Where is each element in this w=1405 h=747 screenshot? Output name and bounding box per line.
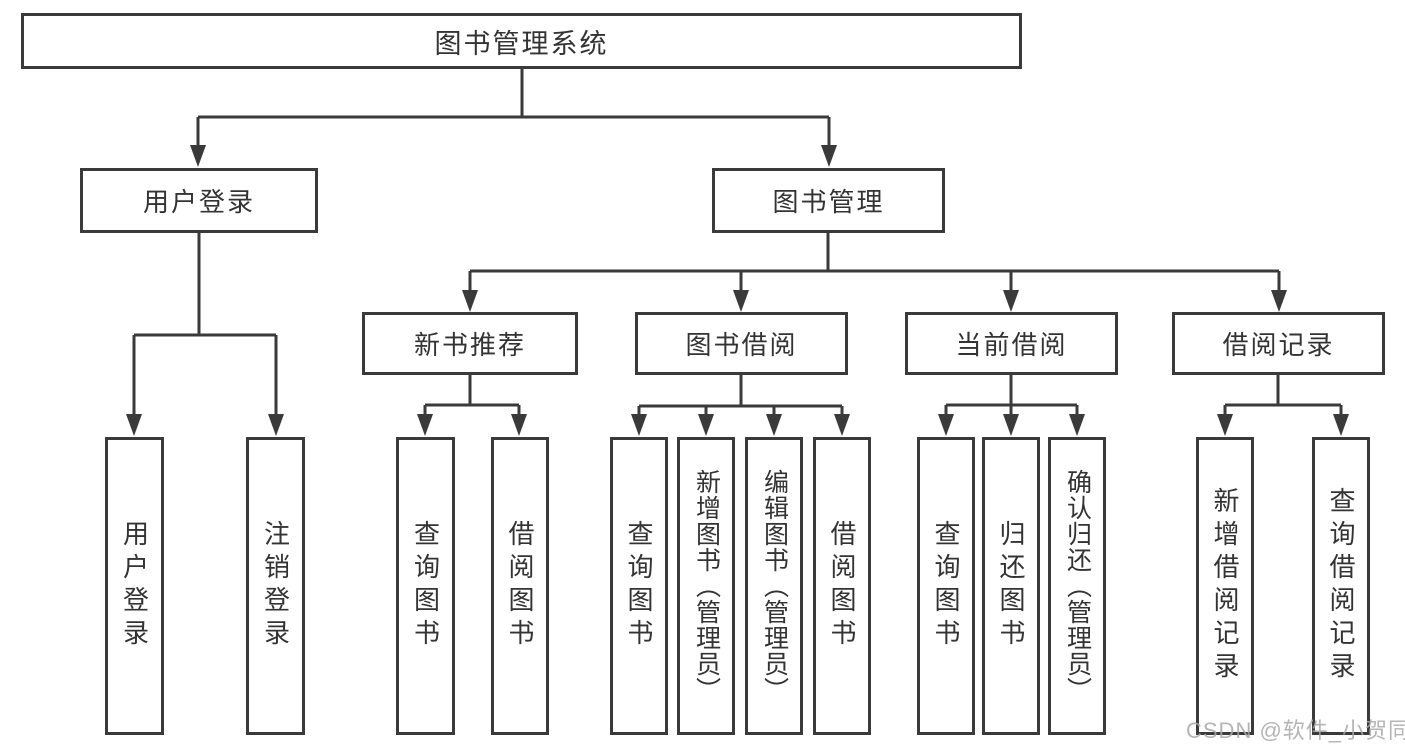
leaf-current-return-books: 归还图书 [982, 437, 1040, 735]
leaf-records-query-record-label: 查询借阅记录 [1326, 487, 1356, 685]
node-borrowing-records-label: 借阅记录 [1222, 330, 1335, 360]
node-book-borrowing-label: 图书借阅 [685, 330, 798, 360]
leaf-borrowing-query-books: 查询图书 [610, 437, 668, 735]
leaf-recommend-borrow-books-label: 借阅图书 [505, 520, 535, 652]
node-book-management: 图书管理 [712, 168, 945, 233]
node-borrowing-records: 借阅记录 [1172, 312, 1385, 375]
leaf-user-login-label: 用户登录 [119, 520, 150, 652]
leaf-current-return-books-label: 归还图书 [996, 520, 1026, 652]
leaf-current-query-books: 查询图书 [917, 437, 975, 735]
leaf-logout-label: 注销登录 [260, 520, 291, 652]
leaf-user-login: 用户登录 [105, 437, 164, 735]
node-library-management-system: 图书管理系统 [21, 13, 1022, 69]
node-new-book-recommend: 新书推荐 [362, 312, 578, 375]
leaf-records-query-record: 查询借阅记录 [1312, 437, 1370, 735]
leaf-current-confirm-return-admin-label: 确认归还（管理员） [1063, 469, 1092, 703]
node-user-login: 用户登录 [80, 168, 318, 233]
leaf-current-confirm-return-admin: 确认归还（管理员） [1048, 437, 1106, 735]
node-book-management-label: 图书管理 [772, 187, 885, 217]
node-book-borrowing: 图书借阅 [635, 312, 848, 375]
node-user-login-label: 用户登录 [142, 187, 255, 217]
leaf-recommend-query-books-label: 查询图书 [410, 520, 441, 652]
leaf-borrowing-query-books-label: 查询图书 [624, 520, 654, 652]
leaf-borrowing-borrow-books: 借阅图书 [813, 437, 871, 735]
leaf-records-add-record: 新增借阅记录 [1196, 437, 1254, 735]
csdn-watermark: CSDN @软件_小贺同学 [1186, 718, 1405, 743]
leaf-borrowing-edit-books-admin: 编辑图书（管理员） [745, 437, 803, 735]
leaf-logout: 注销登录 [246, 437, 305, 735]
leaf-current-query-books-label: 查询图书 [931, 520, 961, 652]
leaf-borrowing-borrow-books-label: 借阅图书 [827, 520, 857, 652]
leaf-recommend-borrow-books: 借阅图书 [491, 437, 549, 735]
leaf-borrowing-add-books-admin: 新增图书（管理员） [677, 437, 735, 735]
leaf-records-add-record-label: 新增借阅记录 [1210, 487, 1240, 685]
leaf-recommend-query-books: 查询图书 [396, 437, 455, 735]
node-current-borrowing-label: 当前借阅 [955, 330, 1068, 360]
leaf-borrowing-edit-books-admin-label: 编辑图书（管理员） [760, 469, 789, 703]
leaf-borrowing-add-books-admin-label: 新增图书（管理员） [692, 469, 721, 703]
node-library-management-system-label: 图书管理系统 [434, 28, 609, 59]
node-current-borrowing: 当前借阅 [905, 312, 1118, 375]
node-new-book-recommend-label: 新书推荐 [413, 330, 526, 360]
